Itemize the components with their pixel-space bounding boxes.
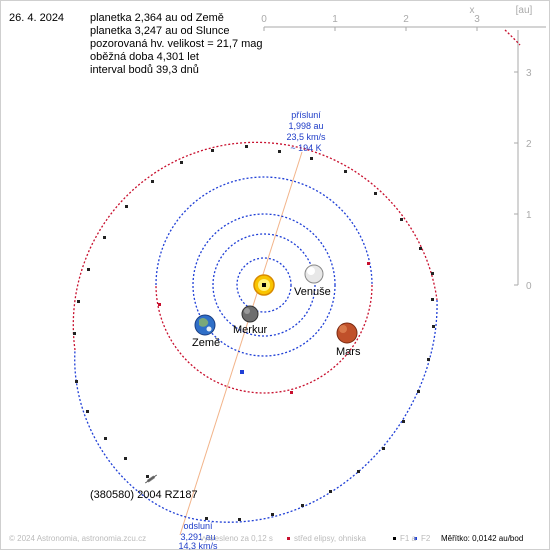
mars-orbit-north: [155, 176, 373, 286]
footer-copyright: © 2024 Astronomia, astronomia.zcu.cz: [9, 534, 147, 543]
x-axis-label: x: [470, 5, 475, 16]
aphelion-speed: 14,3 km/s: [178, 541, 218, 550]
legend-center-swatch: [287, 537, 290, 540]
sun: [253, 274, 275, 296]
info-earth-distance: planetka 2,364 au od Země: [90, 12, 224, 24]
asteroid-orbit-north: [72, 141, 438, 351]
y-tick-3: 3: [526, 68, 532, 79]
venus: [304, 264, 324, 284]
mars-position-dots: [158, 262, 370, 394]
info-period: oběžná doba 4,301 let: [90, 51, 199, 63]
footer-scale: Měřítko: 0,0142 au/bod: [441, 534, 524, 543]
venus-label: Venuše: [294, 286, 331, 298]
info-sun-distance: planetka 3,247 au od Slunce: [90, 25, 230, 37]
x-tick-3: 3: [474, 14, 480, 25]
earth-label: Země: [192, 337, 220, 349]
perihelion-info: přísluní 1,998 au 23,5 km/s ~ 194 K: [286, 110, 326, 153]
focus-f1: [262, 283, 266, 287]
y-tick-0: 0: [526, 281, 532, 292]
mercury-label: Merkur: [233, 324, 268, 336]
date-label: 26. 4. 2024: [9, 12, 65, 24]
info-block: planetka 2,364 au od Země planetka 3,247…: [90, 12, 263, 77]
apsidal-line: [179, 151, 303, 536]
mercury-orbit: [236, 257, 292, 313]
x-axis: [263, 26, 546, 31]
perihelion-title: přísluní: [291, 110, 321, 120]
earth-orbit: [192, 213, 336, 357]
perihelion-temp: ~ 194 K: [290, 143, 321, 153]
perihelion-distance: 1,998 au: [288, 121, 323, 131]
footer-rendered: vykresleno za 0,12 s: [200, 534, 273, 543]
aphelion-distance: 3,291 au: [180, 532, 215, 542]
mars: [336, 322, 358, 344]
perihelion-speed: 23,5 km/s: [286, 132, 326, 142]
asteroid-position-dots: [73, 145, 435, 521]
mars-orbit-south: [155, 284, 373, 394]
y-tick-1: 1: [526, 210, 532, 221]
mars-label: Mars: [336, 346, 361, 358]
asteroid-marker: [144, 474, 158, 484]
aphelion-title: odsluní: [183, 521, 213, 531]
asteroid-orbit-south: [74, 299, 438, 523]
footer-legend-center: střed elipsy, ohniska: [294, 534, 366, 543]
earth: [194, 314, 216, 336]
info-magnitude: pozorovaná hv. velikost = 21,7 mag: [90, 38, 263, 50]
x-tick-2: 2: [403, 14, 409, 25]
footer-legend-f1: F1 a: [400, 534, 417, 543]
venus-orbit: [212, 233, 316, 337]
x-tick-1: 1: [332, 14, 338, 25]
legend-f2-swatch: [414, 537, 417, 540]
info-interval: interval bodů 39,3 dnů: [90, 64, 199, 76]
aphelion-info: odsluní 3,291 au 14,3 km/s: [178, 521, 218, 550]
focus-f2: [240, 370, 244, 374]
x-tick-0: 0: [261, 14, 267, 25]
footer-legend-f2: F2: [421, 534, 431, 543]
unit-label: [au]: [516, 5, 533, 16]
asteroid-label: (380580) 2004 RZ187: [90, 489, 198, 501]
y-tick-2: 2: [526, 139, 532, 150]
outer-orbit-fragment: [504, 29, 521, 46]
legend-f1-swatch: [393, 537, 396, 540]
mercury: [241, 305, 259, 323]
y-axis: [514, 30, 519, 286]
